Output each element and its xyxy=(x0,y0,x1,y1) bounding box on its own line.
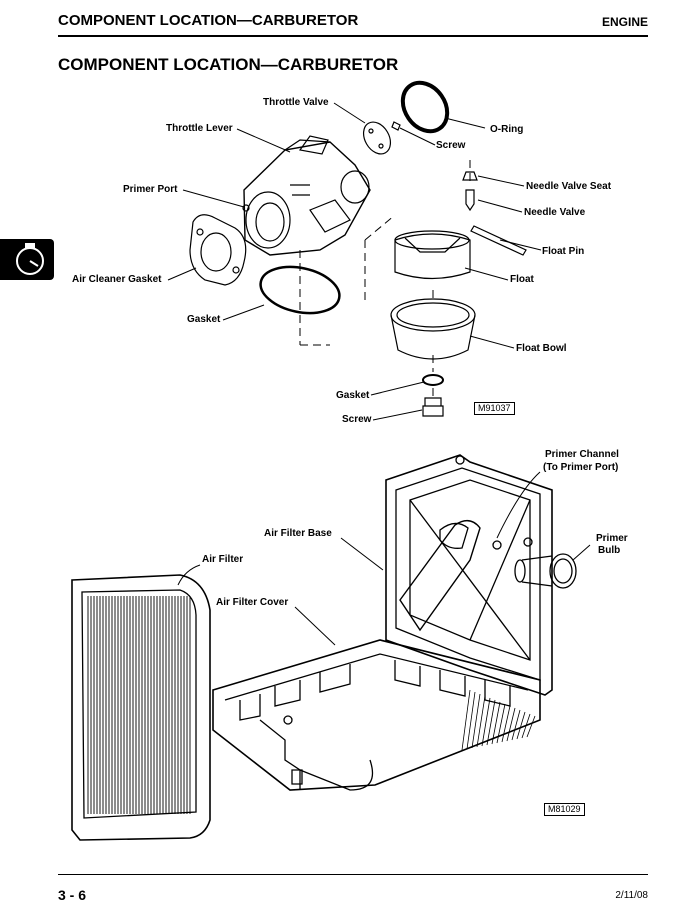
cover-rib xyxy=(471,693,481,749)
carburetor-body-drawing xyxy=(242,135,371,256)
cover-rib xyxy=(481,697,491,747)
header-section: ENGINE xyxy=(601,15,648,29)
cover-rib xyxy=(521,713,531,739)
header-title: COMPONENT LOCATION—CARBURETOR xyxy=(58,12,359,29)
cover-rib xyxy=(491,701,501,745)
label-primer-channel: Primer Channel xyxy=(545,449,619,460)
label-needle-valve: Needle Valve xyxy=(524,207,586,218)
figure-id-carburetor: M91037 xyxy=(474,402,515,415)
air-filter-drawing xyxy=(71,574,211,841)
label-float: Float xyxy=(510,274,534,285)
cover-rib xyxy=(511,709,521,741)
throttle-screw-drawing xyxy=(391,121,401,131)
label-gasket-top: Gasket xyxy=(187,314,221,325)
label-needle-valve-seat: Needle Valve Seat xyxy=(526,181,612,192)
label-air-filter-base: Air Filter Base xyxy=(264,528,332,539)
label-bulb: Bulb xyxy=(598,545,621,556)
label-air-cleaner-gasket: Air Cleaner Gasket xyxy=(72,274,162,285)
label-air-filter: Air Filter xyxy=(202,554,244,565)
cover-rib xyxy=(461,689,471,751)
label-primer-channel-note: (To Primer Port) xyxy=(543,462,619,473)
cover-rib xyxy=(476,695,486,748)
bowl-gasket-drawing xyxy=(422,374,444,386)
label-throttle-valve: Throttle Valve xyxy=(263,97,329,108)
page-number: 3 - 6 xyxy=(58,887,87,903)
needle-valve-drawing xyxy=(465,189,475,212)
cover-rib xyxy=(516,711,526,740)
air-filter-pleats xyxy=(87,596,191,814)
label-gasket-bottom: Gasket xyxy=(336,390,370,401)
label-primer: Primer xyxy=(596,533,628,544)
label-o-ring: O-Ring xyxy=(490,124,524,135)
float-bowl-drawing xyxy=(390,298,476,360)
cover-rib xyxy=(501,705,511,743)
label-primer-port: Primer Port xyxy=(123,184,178,195)
page-title: COMPONENT LOCATION—CARBURETOR xyxy=(58,55,399,74)
cover-rib xyxy=(486,699,496,746)
label-air-filter-cover: Air Filter Cover xyxy=(216,597,289,608)
label-screw-bottom: Screw xyxy=(342,414,372,425)
page-date: 2/11/08 xyxy=(615,890,648,901)
label-float-pin: Float Pin xyxy=(542,246,585,257)
section-tab xyxy=(0,239,54,280)
air-filter-cover-drawing xyxy=(212,639,541,791)
bowl-screw-drawing xyxy=(422,397,444,417)
cover-rib xyxy=(496,703,506,744)
figure-id-air-filter: M81029 xyxy=(544,803,585,816)
cover-rib xyxy=(506,707,516,742)
float-drawing xyxy=(394,230,471,280)
label-float-bowl: Float Bowl xyxy=(516,343,567,354)
label-throttle-lever: Throttle Lever xyxy=(166,123,233,134)
throttle-valve-drawing xyxy=(362,121,392,155)
primer-bulb-drawing xyxy=(514,553,577,589)
header-rule xyxy=(58,35,648,37)
gasket-ring-drawing xyxy=(259,265,341,315)
label-screw-top: Screw xyxy=(436,140,466,151)
air-cleaner-gasket-drawing xyxy=(189,214,247,286)
engine-timer-icon xyxy=(16,243,44,275)
air-filter-base-drawing xyxy=(385,454,553,696)
cover-rib xyxy=(466,691,476,750)
footer-rule xyxy=(58,874,648,875)
air-filter-cover-ribs xyxy=(461,689,536,751)
o-ring-drawing xyxy=(400,80,450,134)
cover-rib xyxy=(526,715,536,738)
needle-valve-seat-drawing xyxy=(462,171,478,181)
